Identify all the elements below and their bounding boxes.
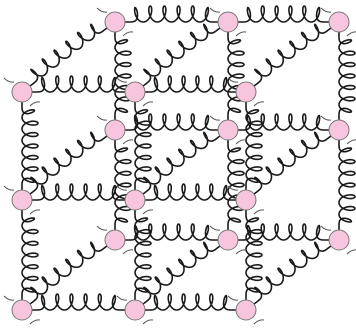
vibration-mark <box>253 209 265 215</box>
vertical-spring <box>227 22 245 130</box>
vertical-spring <box>134 200 152 310</box>
atom <box>124 189 146 211</box>
atom <box>104 11 126 33</box>
vibration-mark <box>320 115 332 121</box>
vibration-mark <box>320 7 332 13</box>
back-atoms-layer <box>104 11 350 251</box>
vibration-mark <box>122 31 134 37</box>
vibration-mark <box>29 101 41 107</box>
depth-spring <box>134 21 229 93</box>
vibration-mark <box>235 31 247 37</box>
horizontal-spring <box>135 293 246 311</box>
depth-spring <box>134 129 229 201</box>
horizontal-spring <box>228 5 339 23</box>
vibration-mark <box>142 319 154 325</box>
vibration-mark <box>116 295 128 301</box>
vertical-spring <box>227 130 245 240</box>
vertical-spring <box>245 200 263 310</box>
atom <box>217 119 239 141</box>
depth-springs-layer <box>21 21 340 311</box>
horizontal-spring <box>228 113 339 131</box>
vertical-spring <box>21 92 39 200</box>
vibration-mark <box>29 319 41 325</box>
vertical-spring <box>338 130 356 240</box>
atom <box>11 81 33 103</box>
vibration-mark <box>320 225 332 231</box>
vibration-mark <box>346 31 356 37</box>
atom <box>217 11 239 33</box>
atom <box>235 81 257 103</box>
vibration-mark <box>3 77 15 83</box>
vibration-mark <box>235 249 247 255</box>
vibration-marks-layer <box>3 7 356 325</box>
vibration-mark <box>209 225 221 231</box>
front-atoms-layer <box>11 81 257 321</box>
vibration-mark <box>116 77 128 83</box>
vibration-mark <box>235 139 247 145</box>
atom <box>328 119 350 141</box>
horizontal-spring <box>135 75 246 93</box>
vibration-mark <box>116 185 128 191</box>
atom <box>124 81 146 103</box>
back-springs-layer <box>114 5 356 241</box>
vertical-spring <box>21 200 39 310</box>
depth-spring <box>245 21 340 93</box>
atom <box>235 189 257 211</box>
vibration-mark <box>3 185 15 191</box>
atom <box>11 189 33 211</box>
vibration-mark <box>122 249 134 255</box>
front-springs-layer <box>21 75 263 311</box>
atom <box>124 299 146 321</box>
vibration-mark <box>96 225 108 231</box>
vertical-spring <box>338 22 356 130</box>
horizontal-spring <box>22 75 135 93</box>
atom <box>217 229 239 251</box>
vibration-mark <box>3 295 15 301</box>
depth-spring <box>21 129 116 201</box>
vibration-mark <box>227 185 239 191</box>
vibration-mark <box>209 7 221 13</box>
horizontal-spring <box>228 223 339 241</box>
depth-spring <box>245 239 340 311</box>
depth-spring <box>245 129 340 201</box>
depth-spring <box>21 21 116 93</box>
horizontal-spring <box>115 113 228 131</box>
vertical-spring <box>114 22 132 130</box>
vibration-mark <box>253 319 265 325</box>
vibration-mark <box>96 7 108 13</box>
vibration-mark <box>253 101 265 107</box>
horizontal-spring <box>22 293 135 311</box>
depth-spring <box>134 239 229 311</box>
atom <box>328 11 350 33</box>
vibration-mark <box>142 101 154 107</box>
horizontal-spring <box>22 183 135 201</box>
vibration-mark <box>227 295 239 301</box>
horizontal-spring <box>115 5 228 23</box>
vertical-spring <box>245 92 263 200</box>
atom <box>11 299 33 321</box>
vibration-mark <box>346 249 356 255</box>
depth-spring <box>21 239 116 311</box>
vibration-mark <box>96 115 108 121</box>
horizontal-spring <box>135 183 246 201</box>
atom <box>104 229 126 251</box>
horizontal-spring <box>115 223 228 241</box>
vertical-spring <box>134 92 152 200</box>
vibration-mark <box>346 139 356 145</box>
vibration-mark <box>209 115 221 121</box>
atom <box>328 229 350 251</box>
vibration-mark <box>29 209 41 215</box>
atom <box>104 119 126 141</box>
vertical-spring <box>114 130 132 240</box>
atom <box>235 299 257 321</box>
vibration-mark <box>122 139 134 145</box>
vibration-mark <box>227 77 239 83</box>
vibration-mark <box>142 209 154 215</box>
